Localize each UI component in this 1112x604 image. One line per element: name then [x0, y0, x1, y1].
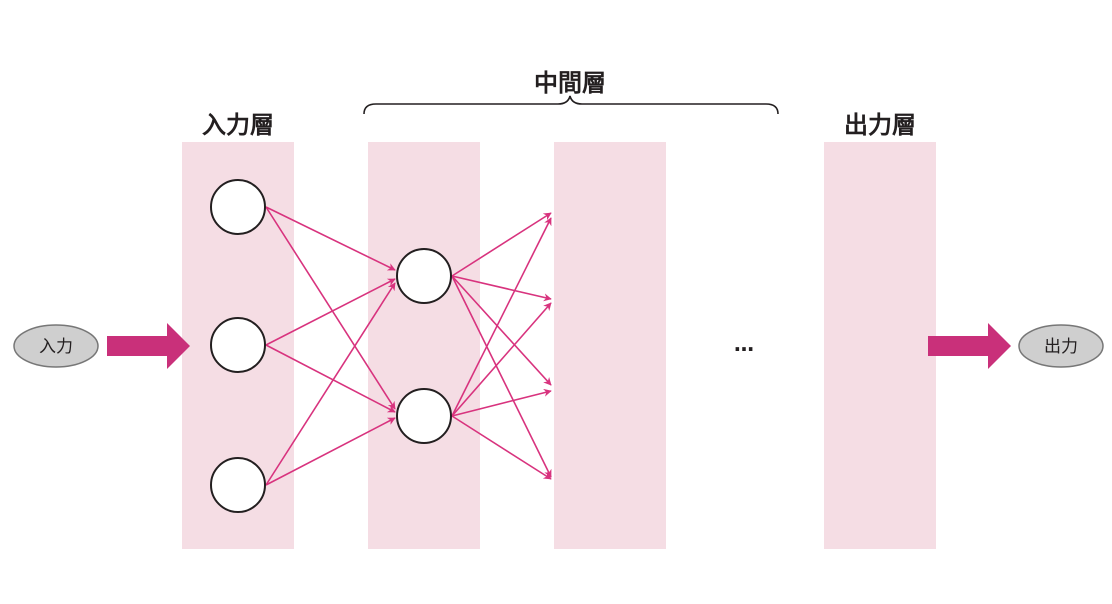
connection-arrow	[451, 275, 552, 386]
connection-arrow	[265, 206, 396, 410]
connection-arrow	[451, 212, 552, 277]
input-arrow	[107, 323, 190, 369]
input-neuron	[210, 457, 266, 513]
hidden-to-hidden-connections	[451, 212, 552, 480]
hidden-neuron	[396, 388, 452, 444]
input-neuron	[210, 317, 266, 373]
hidden-layer-1-band	[368, 142, 480, 549]
connection-arrow	[451, 388, 552, 417]
output-layer-band	[824, 142, 936, 549]
output-oval	[1018, 324, 1104, 368]
connection-arrow	[265, 206, 396, 271]
connection-arrow	[265, 344, 396, 413]
output-layer-title: 出力層	[844, 111, 916, 139]
input-to-hidden-connections	[265, 206, 396, 486]
input-node: 入力	[13, 324, 99, 368]
input-oval-label: 入力	[39, 337, 73, 357]
input-layer-title: 入力層	[202, 111, 274, 139]
output-node: 出力	[1018, 324, 1104, 368]
connection-arrow	[451, 217, 552, 417]
connection-arrow	[265, 417, 396, 486]
output-arrow	[928, 323, 1011, 369]
connection-arrow	[451, 415, 552, 480]
connection-arrow	[265, 282, 396, 486]
connection-arrow	[451, 275, 552, 302]
connection-arrow	[265, 278, 396, 346]
hidden-neuron	[396, 248, 452, 304]
ellipsis-text: …	[734, 332, 754, 356]
input-neuron	[210, 179, 266, 235]
input-oval	[13, 324, 99, 368]
hidden-layer-brace	[363, 95, 779, 115]
hidden-layer-2-band	[554, 142, 666, 549]
connection-arrow	[451, 275, 552, 478]
connection-arrow	[451, 302, 552, 417]
output-oval-label: 出力	[1044, 337, 1078, 357]
hidden-layer-title: 中間層	[534, 69, 606, 97]
